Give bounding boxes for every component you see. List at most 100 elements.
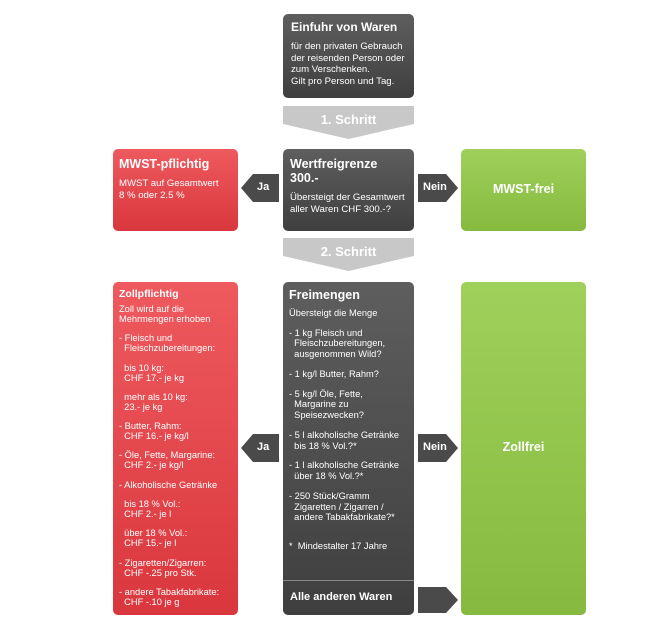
zollpflichtig-line: [119, 490, 232, 499]
wertfreigrenze-line: Übersteigt der Gesamtwert: [290, 192, 405, 203]
freimengen-line: - 250 Stück/Gramm: [289, 490, 370, 501]
zollpflichtig-line: [119, 519, 232, 528]
import-box: Einfuhr von Waren für den privaten Gebra…: [283, 14, 414, 98]
mwst-pflichtig-line: 8 % oder 2.5 %: [119, 189, 185, 201]
freimengen-divider: [283, 580, 414, 581]
step1-arrow: 1. Schritt: [283, 106, 414, 139]
step2-label: 2. Schritt: [320, 244, 377, 259]
freimengen-line: - 5 kg/l Öle, Fette,: [289, 388, 363, 399]
import-line: zum Verschenken.: [291, 64, 370, 76]
freimengen-footer: Alle anderen Waren: [290, 591, 393, 603]
zollpflichtig-line: [119, 412, 232, 421]
zollpflichtig-line: [119, 441, 232, 450]
zollpflichtig-line: [119, 578, 232, 587]
freimengen-line: [289, 421, 408, 430]
zollfrei-title: Zollfrei: [502, 440, 545, 454]
zollpflichtig-line: CHF 16.- je kg/l: [119, 431, 189, 442]
wertfreigrenze-text: Übersteigt der Gesamtwert aller Waren CH…: [290, 192, 407, 215]
wertfreigrenze-title: Wertfreigrenze 300.-: [290, 157, 378, 185]
freimengen-line: - 1 kg/l Butter, Rahm?: [289, 368, 379, 379]
nein-label-1: Nein: [423, 181, 447, 193]
mwst-frei-title: MWST-frei: [492, 182, 555, 196]
freimengen-title: Freimengen: [289, 288, 360, 302]
zollpflichtig-line: - Öle, Fette, Margarine:: [119, 450, 216, 461]
zollpflichtig-line: - Zigaretten/Zigarren:: [119, 557, 207, 568]
freimengen-line: ausgenommen Wild?: [289, 349, 382, 360]
freimengen-line: Übersteigt die Menge: [289, 308, 378, 318]
import-line: für den privaten Gebrauch: [291, 41, 403, 52]
zollpflichtig-line: CHF 2.- je l: [119, 509, 172, 520]
step1-label: 1. Schritt: [320, 112, 377, 127]
import-title: Einfuhr von Waren: [291, 20, 398, 34]
freimengen-line: andere Tabakfabrikate?*: [289, 512, 395, 523]
alle-anderen-arrow: [418, 587, 458, 613]
freimengen-line: [289, 532, 408, 541]
mwst-frei-box: MWST-frei: [461, 149, 586, 231]
zollpflichtig-line: CHF 15.- je l: [119, 538, 177, 549]
ja-arrow-1: Ja: [241, 174, 279, 202]
mwst-pflichtig-text: MWST auf Gesamtwert 8 % oder 2.5 %: [119, 178, 232, 201]
freimengen-line: Fleischzubereitungen,: [289, 338, 386, 349]
freimengen-line: [289, 380, 408, 389]
zollpflichtig-line: Fleischzubereitungen:: [119, 343, 216, 354]
ja-arrow-2-shape: [241, 434, 279, 462]
zollpflichtig-line: - Butter, Rahm:: [119, 421, 182, 432]
zollpflichtig-line: CHF 2.- je kg/l: [119, 460, 184, 471]
freimengen-line: [289, 451, 408, 460]
zollpflichtig-line: CHF -.10 je g: [119, 596, 180, 607]
zollfrei-box: Zollfrei: [461, 282, 586, 615]
freimengen-line: [289, 523, 408, 532]
import-line: der reisenden Person oder: [291, 52, 405, 64]
zollpflichtig-line: bis 18 % Vol.:: [119, 499, 181, 510]
ja-label-1: Ja: [257, 181, 270, 193]
zollpflichtig-line: Mehrmengen erhoben: [119, 314, 211, 324]
step2-arrow-shape: [283, 238, 414, 271]
alle-anderen-arrow-shape: [418, 587, 458, 613]
freimengen-line: - 5 l alkoholische Getränke: [289, 429, 400, 440]
freimengen-line: bis 18 % Vol.?*: [289, 440, 357, 451]
freimengen-box: Freimengen Übersteigt die Menge - 1 kg Fl…: [283, 282, 414, 615]
zollpflichtig-line: mehr als 10 kg:: [119, 391, 188, 402]
freimengen-line: Zigaretten / Zigarren /: [289, 501, 384, 512]
zollpflichtig-line: CHF -.25 pro Stk.: [119, 567, 197, 578]
nein-arrow-2: Nein: [418, 434, 458, 462]
step2-arrow: 2. Schritt: [283, 238, 414, 271]
zollpflichtig-title: Zollpflichtig: [119, 288, 179, 300]
nein-arrow-1: Nein: [418, 174, 458, 202]
zollpflichtig-line: - andere Tabakfabrikate:: [119, 586, 220, 597]
nein-arrow-2-shape: [418, 434, 458, 462]
zollpflichtig-line: über 18 % Vol.:: [119, 528, 188, 539]
freimengen-line: - 1 l alkoholische Getränke: [289, 460, 400, 471]
freimengen-line: [289, 482, 408, 491]
freimengen-line: [289, 360, 408, 369]
import-text: für den privaten Gebrauch der reisenden …: [291, 41, 406, 87]
freimengen-line: [289, 319, 408, 328]
ja-arrow-1-shape: [241, 174, 279, 202]
mwst-pflichtig-line: MWST auf Gesamtwert: [119, 178, 219, 189]
wertfreigrenze-line: aller Waren CHF 300.-?: [290, 203, 391, 215]
zollpflichtig-line: [119, 383, 232, 392]
freimengen-line: - 1 kg Fleisch und: [289, 327, 363, 338]
freimengen-text: Übersteigt die Menge - 1 kg Fleisch und F…: [289, 308, 408, 552]
zollpflichtig-line: - Fleisch und: [119, 333, 173, 344]
zollpflichtig-line: [119, 324, 232, 333]
zollpflichtig-line: bis 10 kg:: [119, 362, 164, 373]
zollpflichtig-line: Zoll wird auf die: [119, 304, 185, 314]
zollpflichtig-line: [119, 548, 232, 557]
wertfreigrenze-box: Wertfreigrenze 300.- Übersteigt der Gesa…: [283, 149, 414, 231]
zollpflichtig-line: CHF 17.- je kg: [119, 372, 185, 383]
freimengen-line: über 18 % Vol.?*: [289, 471, 364, 482]
mwst-pflichtig-title: MWST-pflichtig: [119, 157, 210, 171]
zollpflichtig-line: - Alkoholische Getränke: [119, 479, 218, 490]
ja-arrow-2: Ja: [241, 434, 279, 462]
freimengen-line: Speisezwecken?: [289, 410, 364, 421]
step1-arrow-shape: [283, 106, 414, 139]
zollpflichtig-line: 23.- je kg: [119, 401, 163, 412]
freimengen-line: Margarine zu: [289, 399, 349, 410]
ja-label-2: Ja: [257, 441, 270, 453]
mwst-pflichtig-box: MWST-pflichtig MWST auf Gesamtwert 8 % o…: [113, 149, 238, 231]
nein-label-2: Nein: [423, 441, 447, 453]
zollpflichtig-line: [119, 353, 232, 362]
